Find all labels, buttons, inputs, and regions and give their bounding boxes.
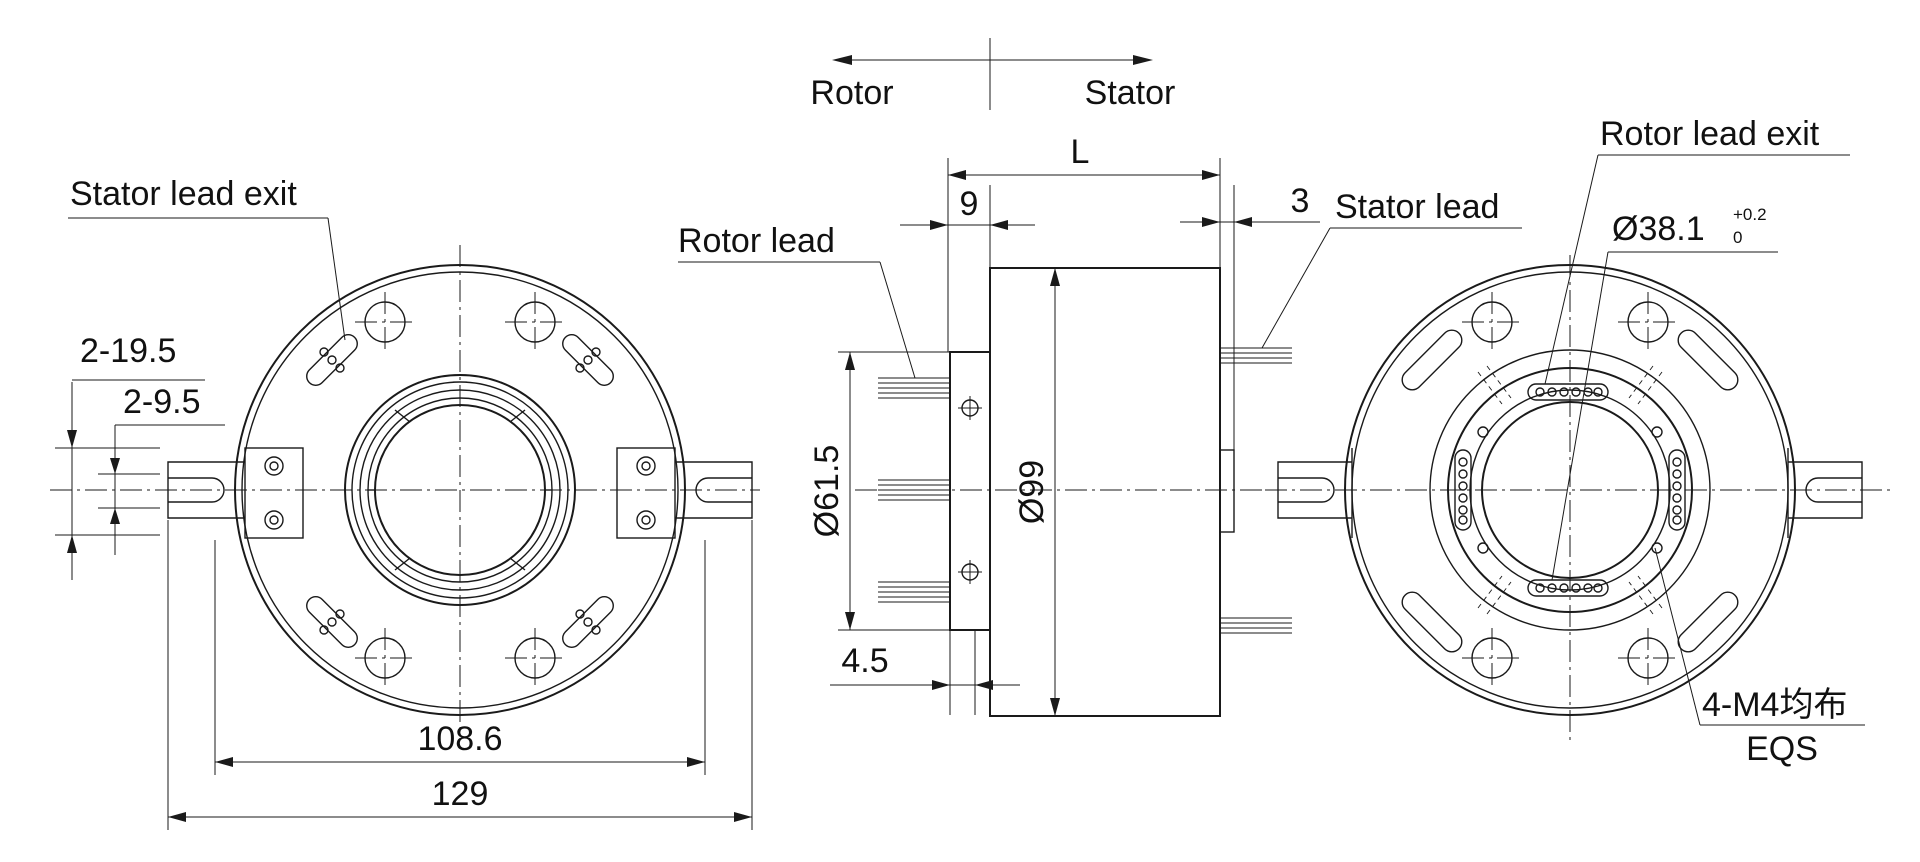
stator-lead-label: Stator lead [1335, 188, 1499, 226]
rotor-lead-label: Rotor lead [678, 222, 835, 260]
right-end-view: Rotor lead exit Ø38.1 +0.2 0 4-M4均布 EQS [1265, 115, 1890, 768]
rotor-lead-exit-label: Rotor lead exit [1600, 115, 1820, 153]
left-mounting-ear [167, 447, 304, 539]
dim-flange-diameter: Ø61.5 [808, 445, 846, 538]
dim-129: 129 [432, 775, 489, 813]
dim-stator-lead-3: 3 [1291, 182, 1310, 220]
dim-2-9-5: 2-9.5 [123, 383, 201, 421]
dim-length-L: L [1071, 133, 1090, 171]
stator-direction-label: Stator [1085, 74, 1176, 112]
right-view-left-ear [1277, 448, 1353, 538]
right-mounting-ear [616, 447, 753, 539]
dim-108-6: 108.6 [417, 720, 502, 758]
rotor-direction-label: Rotor [810, 74, 893, 112]
bore-tolerance-lower: 0 [1733, 228, 1742, 247]
stator-lead-exit-label: Stator lead exit [70, 175, 297, 213]
holes-spec-label: 4-M4均布 [1702, 686, 1847, 724]
holes-eqs-label: EQS [1746, 730, 1818, 768]
dim-rotor-offset: 4.5 [841, 642, 888, 680]
dim-flange-9: 9 [960, 185, 979, 223]
dim-2-19-5: 2-19.5 [80, 332, 176, 370]
bore-tolerance-upper: +0.2 [1733, 205, 1767, 224]
rotor-stator-direction: Rotor Stator [810, 38, 1175, 112]
side-view: L 9 3 Stator lead Rotor lead Ø61.5 Ø99 [678, 133, 1522, 717]
dim-body-diameter: Ø99 [1013, 460, 1051, 524]
rotor-flange [949, 351, 991, 631]
bore-diameter-label: Ø38.1 [1612, 210, 1705, 248]
right-view-right-ear [1787, 448, 1863, 538]
left-end-view: Stator lead exit 2-19.5 2-9.5 108.6 129 [50, 175, 760, 830]
